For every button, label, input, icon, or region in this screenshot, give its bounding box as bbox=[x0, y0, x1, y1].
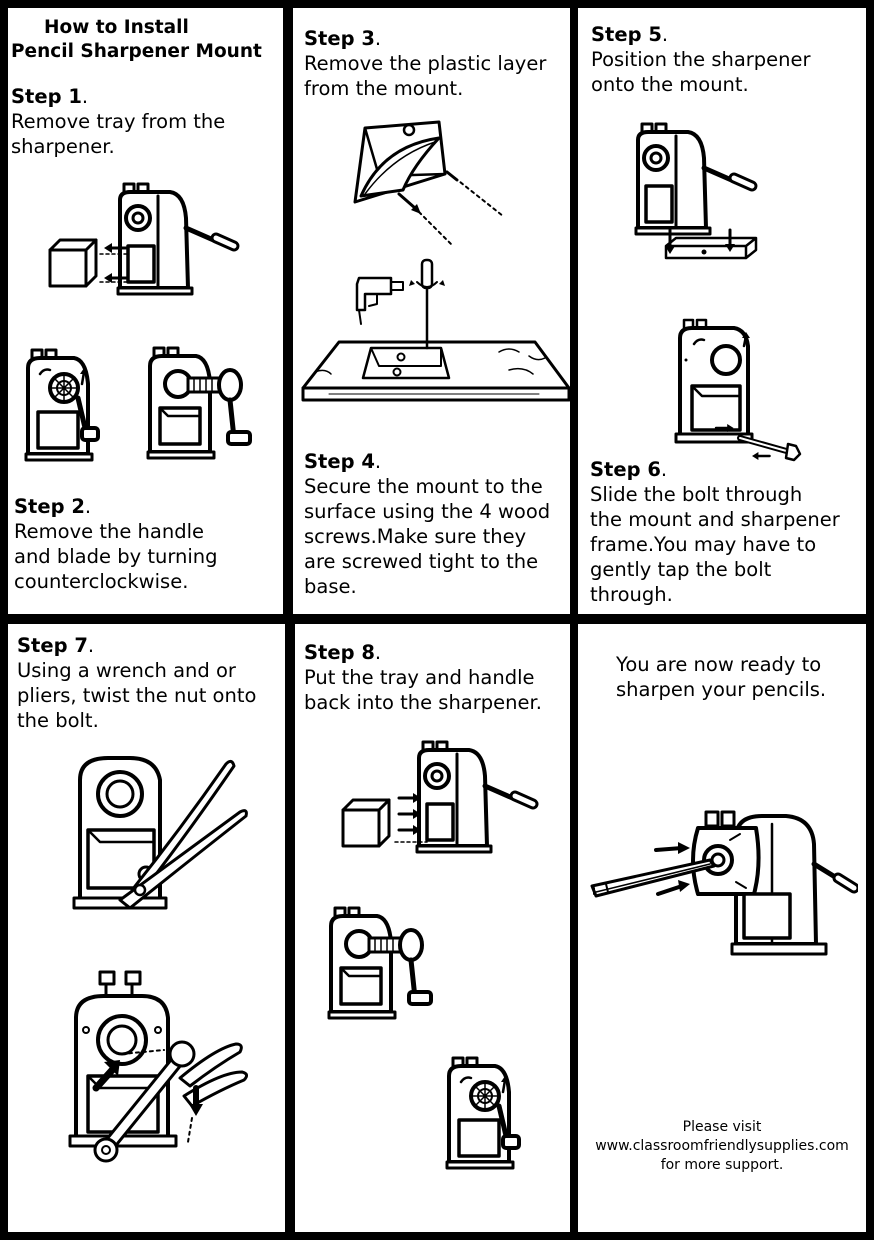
step-8-tray-illustration bbox=[341, 732, 549, 862]
step-3-text: Step 3. Remove the plastic layer from th… bbox=[304, 27, 547, 100]
step-6-text: Step 6. Slide the bolt through the mount… bbox=[590, 458, 840, 606]
step-6-illustration bbox=[674, 318, 802, 462]
step-7-wrench-illustration bbox=[68, 970, 249, 1163]
step-1-label: Step 1 bbox=[11, 85, 82, 108]
step-3-label: Step 3 bbox=[304, 27, 375, 50]
support-note: Please visit www.classroomfriendlysuppli… bbox=[595, 1119, 849, 1173]
step-7-label: Step 7 bbox=[17, 634, 88, 657]
panel-step-7: Step 7. Using a wrench and or pliers, tw… bbox=[8, 624, 285, 1232]
step-4-text: Step 4. Secure the mount to the surface … bbox=[304, 450, 551, 598]
step-7-pliers-illustration bbox=[72, 756, 248, 910]
step-8-text: Step 8. Put the tray and handle back int… bbox=[304, 641, 542, 714]
page-subtitle: Pencil Sharpener Mount bbox=[11, 41, 262, 62]
panel-final: You are now ready to sharpen your pencil… bbox=[578, 624, 866, 1232]
panel-step-3-4: Step 3. Remove the plastic layer from th… bbox=[293, 8, 570, 614]
panel-step-8: Step 8. Put the tray and handle back int… bbox=[295, 624, 570, 1232]
step-2-handle-illustration bbox=[144, 342, 274, 467]
step-4-label: Step 4 bbox=[304, 450, 375, 473]
step-4-illustration bbox=[301, 258, 570, 402]
panel-step-1: How to Install Pencil Sharpener Mount St… bbox=[8, 8, 283, 614]
step-8-label: Step 8 bbox=[304, 641, 375, 664]
step-2-blade-illustration bbox=[22, 346, 122, 466]
final-message: You are now ready to sharpen your pencil… bbox=[616, 653, 827, 701]
step-5-label: Step 5 bbox=[591, 23, 662, 46]
final-sharpening-illustration bbox=[590, 810, 858, 956]
step-1-text: Step 1. Remove tray from the sharpener. bbox=[11, 85, 226, 158]
step-2-text: Step 2. Remove the handle and blade by t… bbox=[14, 495, 218, 593]
step-7-text: Step 7. Using a wrench and or pliers, tw… bbox=[17, 634, 257, 732]
step-2-label: Step 2 bbox=[14, 495, 85, 518]
step-5-text: Step 5. Position the sharpener onto the … bbox=[591, 23, 811, 96]
step-5-illustration bbox=[626, 118, 776, 260]
step-1-illustration bbox=[48, 176, 248, 301]
step-8-blade-illustration bbox=[443, 1054, 543, 1174]
step-6-label: Step 6 bbox=[590, 458, 661, 481]
page-title: How to Install bbox=[44, 17, 189, 38]
step-8-handle-illustration bbox=[325, 902, 455, 1027]
support-link[interactable]: www.classroomfriendlysupplies.com bbox=[595, 1138, 849, 1154]
step-3-illustration bbox=[353, 120, 504, 247]
panel-step-5-6: Step 5. Position the sharpener onto the … bbox=[578, 8, 866, 614]
